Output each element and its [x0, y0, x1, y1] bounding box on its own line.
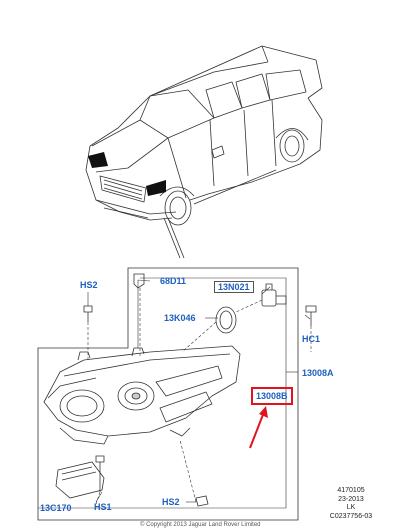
highlight-box-13008b	[251, 387, 293, 405]
callout-13n021[interactable]: 13N021	[214, 281, 254, 293]
headlamp-highlight-left	[88, 152, 108, 168]
reference-line-4: C0237756-03	[329, 512, 373, 520]
copyright-text: © Copyright 2013 Jaguar Land Rover Limit…	[140, 522, 261, 528]
callout-13c170[interactable]: 13C170	[40, 503, 72, 513]
clip-hc1	[305, 305, 317, 326]
red-pointer-arrow	[249, 406, 268, 449]
assembly-frame-inner	[38, 277, 287, 509]
headlamp-assembly	[43, 345, 241, 445]
callout-hs2-bottom[interactable]: HS2	[162, 497, 180, 507]
reference-line-3: LK	[346, 504, 356, 511]
clip-68d11	[133, 273, 145, 289]
screw-hs2-top	[83, 305, 93, 322]
callout-leader-lines	[87, 288, 312, 505]
callout-13k046[interactable]: 13K046	[164, 313, 196, 323]
cap-part	[215, 306, 237, 334]
illustration-reference: 4170105 23-2013 LK C0237756-03	[318, 487, 384, 521]
screw-hs1	[95, 455, 105, 492]
callout-68d11[interactable]: 68D11	[160, 276, 187, 286]
headlamp-highlight-right	[146, 180, 166, 196]
reference-line-2: 23-2013	[338, 495, 364, 503]
callout-13008b[interactable]: 13008B	[256, 391, 288, 401]
reference-line-1: 4170105	[337, 487, 365, 494]
callout-13008a[interactable]: 13008A	[302, 368, 334, 378]
screw-hs2-bottom	[195, 495, 209, 507]
detail-leader-lines	[163, 217, 185, 259]
vehicle-illustration	[85, 45, 323, 226]
bulb-part	[261, 283, 287, 307]
assembly-frame-outer	[37, 267, 299, 521]
callout-hc1[interactable]: HC1	[302, 334, 321, 344]
callout-hs2-top[interactable]: HS2	[80, 280, 98, 290]
module-13c170	[55, 461, 105, 499]
callout-hs1[interactable]: HS1	[94, 502, 112, 512]
